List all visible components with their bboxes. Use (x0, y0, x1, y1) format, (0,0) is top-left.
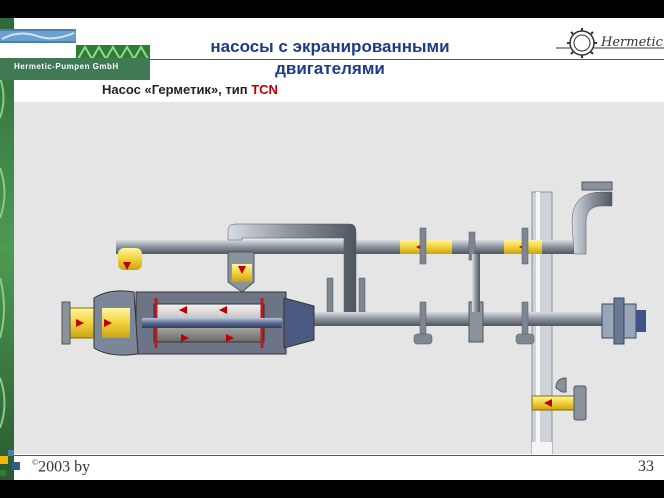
page-title: насосы с экранированными двигателями (210, 37, 450, 78)
subtitle-prefix: Насос «Герметик», тип (102, 82, 252, 97)
brand-bar (0, 58, 150, 80)
flow-arrows-motor (179, 306, 234, 342)
lower-yellow-pipe (531, 395, 577, 411)
yellow-section-3 (118, 248, 142, 270)
copyright-text: 2003 by (38, 458, 91, 476)
page-number: 33 (638, 458, 654, 475)
footer-decor-squares (0, 450, 20, 476)
shaft-pipe (294, 312, 624, 326)
upper-flanges (326, 227, 529, 313)
diagram-background (14, 102, 664, 454)
copyright-notice: ©2003 by (32, 458, 90, 476)
title-rule (150, 59, 664, 60)
pump-type: TCN (251, 82, 278, 97)
vertical-link-pipe (472, 254, 480, 312)
subtitle: Насос «Герметик», тип TCN (102, 82, 278, 97)
hermetic-logo: Hermetic (556, 26, 664, 60)
slide: Hermetic-Pumpen GmbH насосы с экранирова… (0, 18, 664, 480)
gear-logo-icon: Hermetic (556, 28, 664, 58)
footer-rule (14, 455, 664, 456)
company-name: Hermetic-Pumpen GmbH (14, 62, 119, 71)
lower-outlet-elbow (555, 377, 567, 393)
lower-flanges (413, 301, 535, 345)
pump-cutaway-diagram (61, 181, 646, 454)
logo-wordmark: Hermetic (600, 35, 664, 50)
top-outlet-elbow (571, 191, 613, 255)
copyright-symbol: © (32, 458, 39, 467)
left-decor-strip (0, 18, 14, 480)
rear-housing (283, 297, 315, 349)
